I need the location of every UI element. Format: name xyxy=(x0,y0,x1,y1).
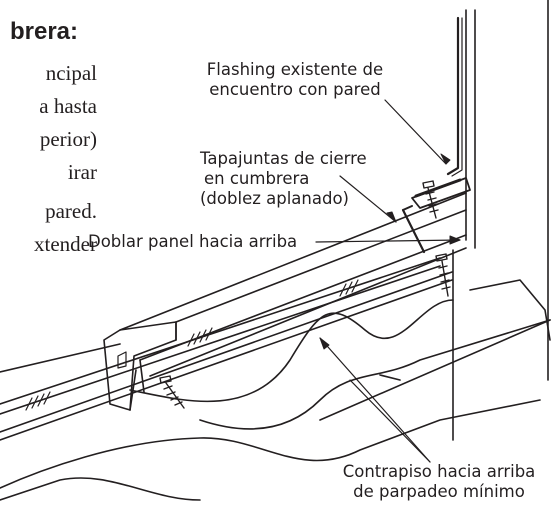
section-heading: brera: xyxy=(9,18,78,45)
callout-contrapiso: Contrapiso hacia arriba de parpadeo míni… xyxy=(331,462,547,502)
roof-panel-top-edge xyxy=(119,192,467,331)
callout-tapajuntas-line-1: Tapajuntas de cierre xyxy=(200,149,367,168)
underlayment-hatch xyxy=(25,279,359,411)
leader-tapajuntas xyxy=(339,175,397,223)
callout-flashing-line-2: encuentro con pared xyxy=(209,80,381,99)
callout-flashing: Flashing existente de encuentro con pare… xyxy=(190,60,400,100)
screw-bottom xyxy=(159,375,185,409)
callout-flashing-line-1: Flashing existente de xyxy=(206,60,384,79)
wall-flashing xyxy=(446,16,460,176)
body-line-6: xtender xyxy=(34,232,97,256)
body-line-5: pared. xyxy=(45,199,97,223)
screw-top xyxy=(422,180,439,219)
callout-tapajuntas-line-3: (doblez aplanado) xyxy=(200,189,349,208)
subfloor-contour xyxy=(129,299,454,403)
callout-contrapiso-line-2: de parpadeo mínimo xyxy=(353,482,525,501)
body-line-3: perior) xyxy=(39,127,97,151)
callout-doblar: Doblar panel hacia arriba xyxy=(88,232,298,251)
leader-contrapiso-2 xyxy=(349,379,431,463)
leader-contrapiso-1 xyxy=(319,337,431,463)
leader-flashing xyxy=(384,99,447,165)
body-line-2: a hasta xyxy=(39,94,97,118)
callout-tapajuntas-line-2: en cumbrera xyxy=(204,169,310,188)
roof-panel-lower-edge xyxy=(0,343,121,373)
callout-tapajuntas: Tapajuntas de cierre en cumbrera (doblez… xyxy=(200,149,367,209)
body-line-1: ncipal xyxy=(45,61,97,85)
leader-doblar xyxy=(315,239,461,243)
screw-middle xyxy=(435,253,451,297)
callout-contrapiso-line-1: Contrapiso hacia arriba xyxy=(342,462,536,481)
panel-end-fold xyxy=(103,321,177,411)
body-line-4: irar xyxy=(67,160,97,184)
